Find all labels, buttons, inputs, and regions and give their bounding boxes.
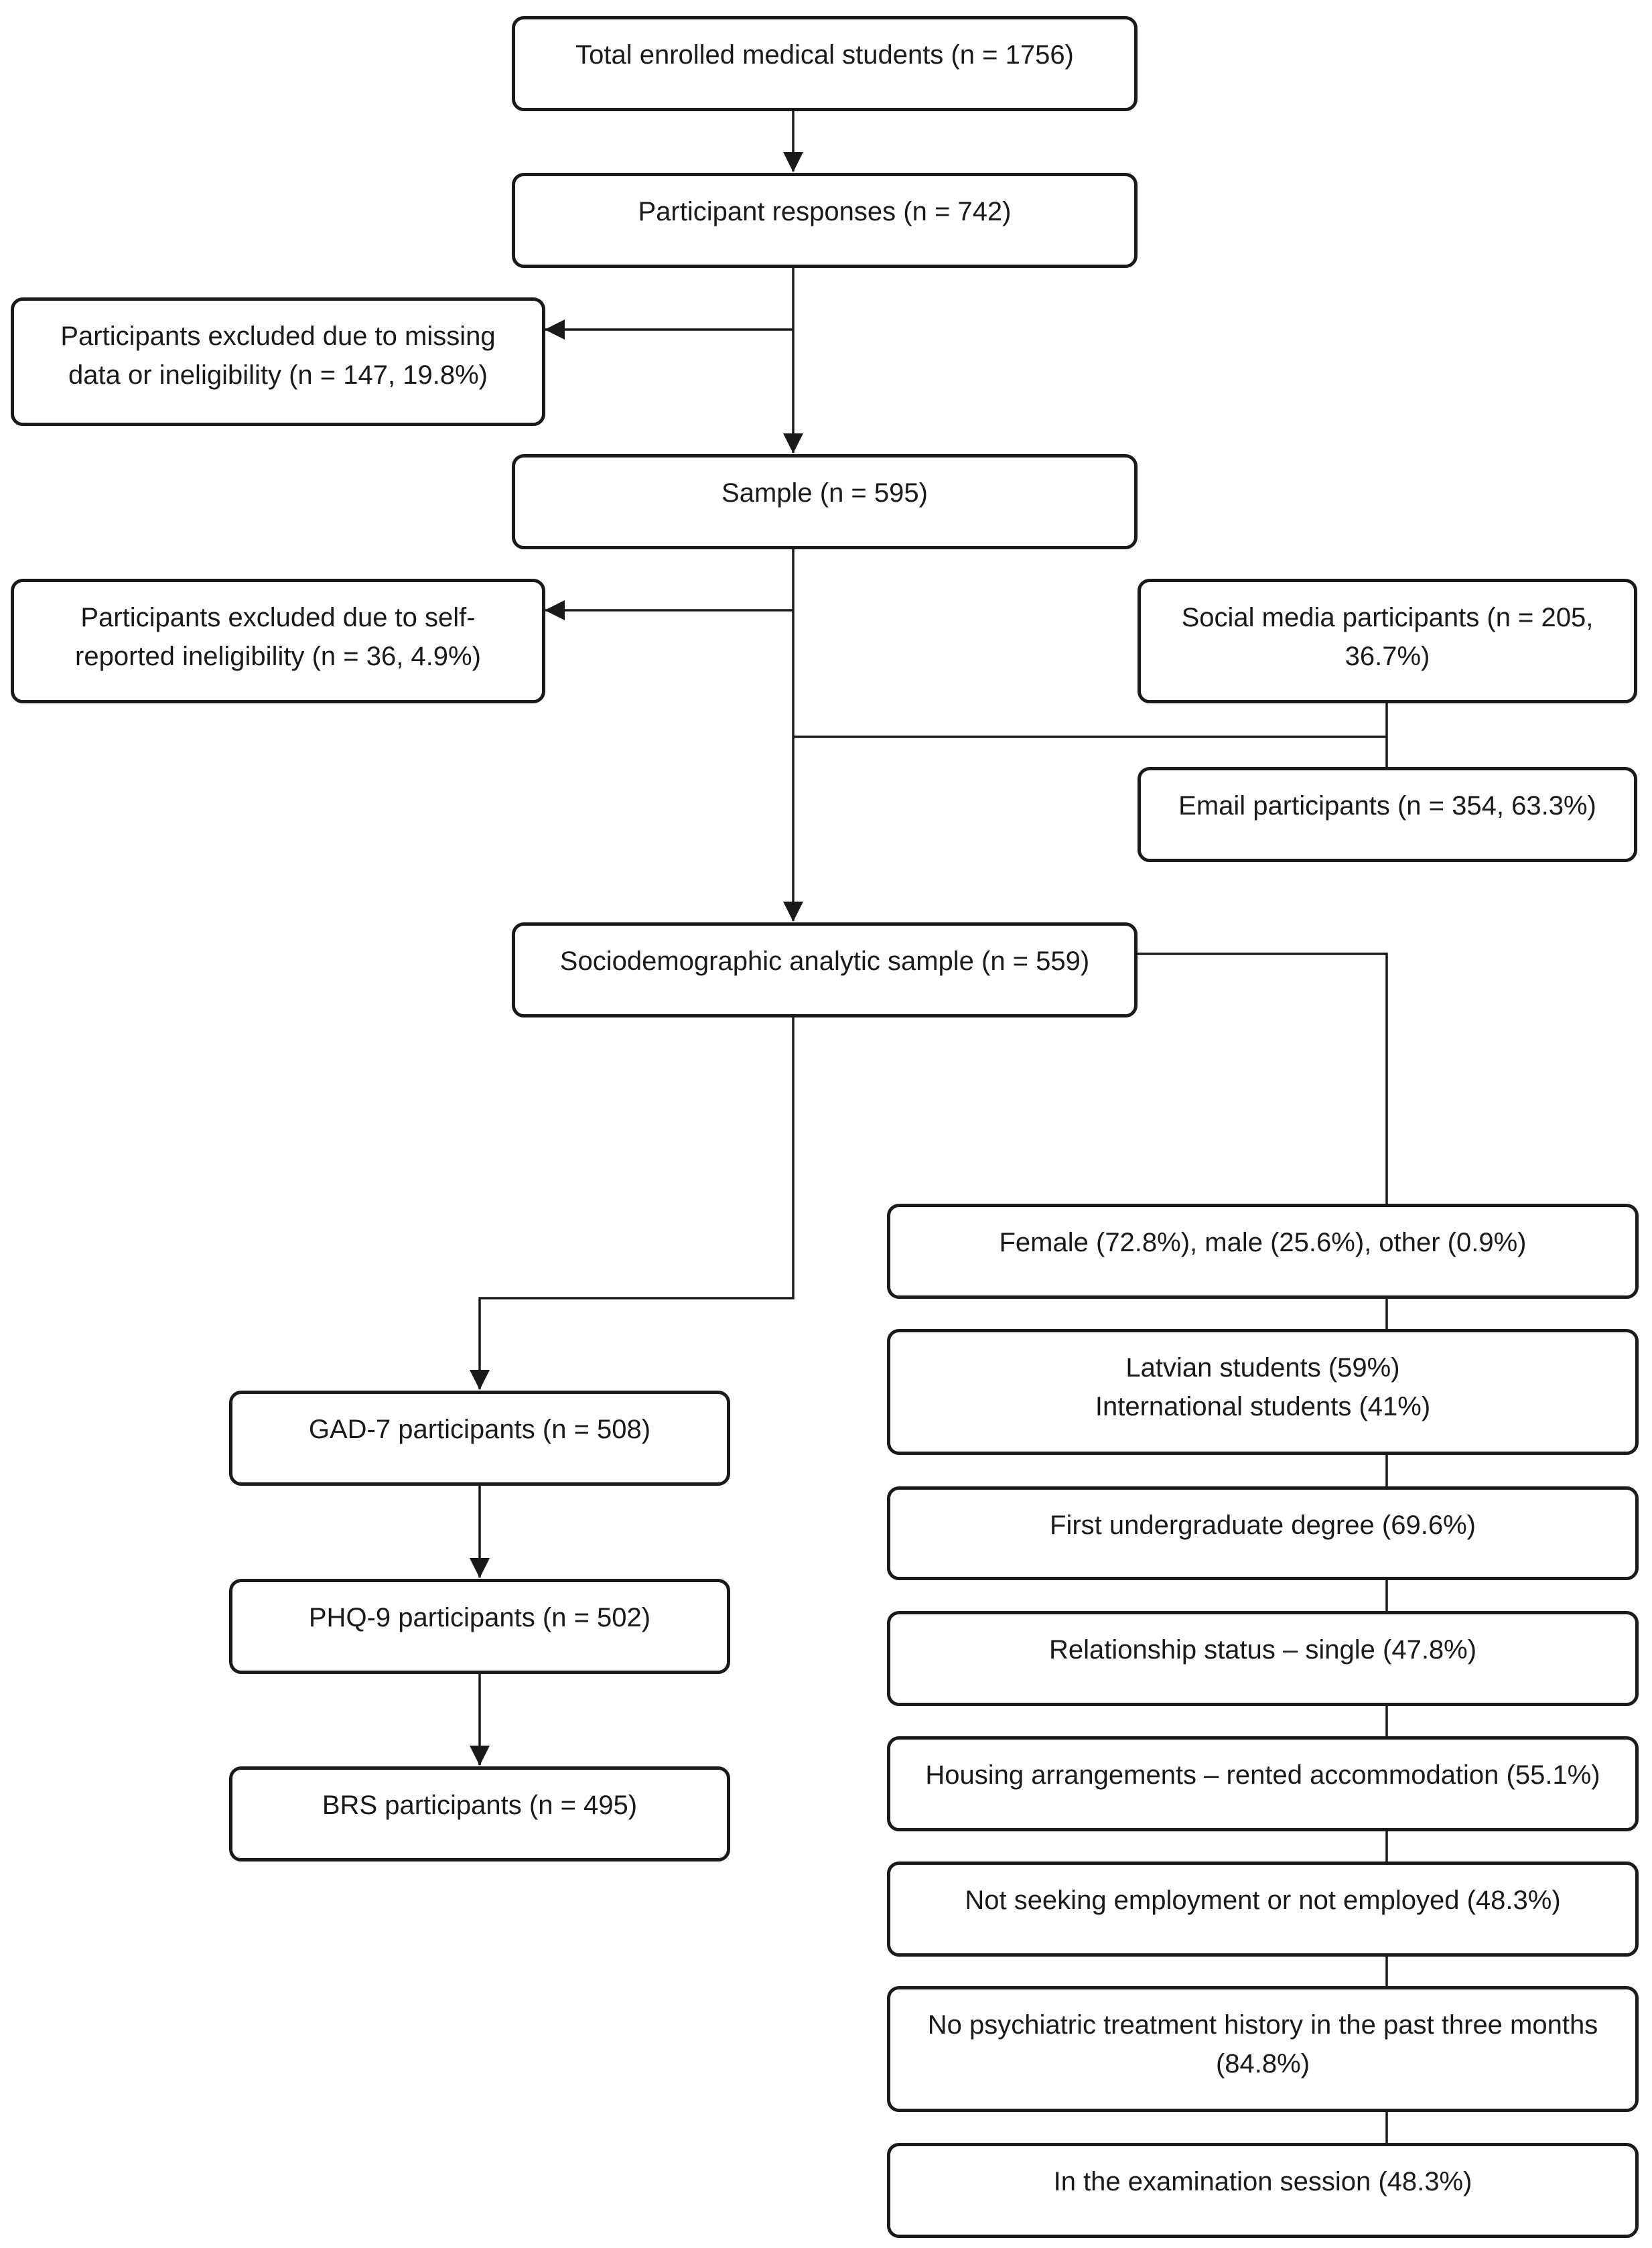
total-enrolled-label: Total enrolled medical students (n = 175… xyxy=(575,40,1074,70)
email-participants-label: Email participants (n = 354, 63.3%) xyxy=(1178,791,1596,821)
line-sociodemographic-to-instruments xyxy=(470,1017,795,1390)
gender-distribution-label: Female (72.8%), male (25.6%), other (0.9… xyxy=(999,1228,1527,1257)
line-sociodemographic-to-characteristics xyxy=(1138,953,1388,1204)
relationship-status-box: Relationship status – single (47.8%) xyxy=(887,1611,1639,1706)
gender-distribution-box: Female (72.8%), male (25.6%), other (0.9… xyxy=(887,1204,1639,1299)
sample-label: Sample (n = 595) xyxy=(721,478,928,508)
social-media-participants-label: Social media participants (n = 205, 36.7… xyxy=(1181,603,1594,671)
exclusion-self-reported-label: Participants excluded due to self- repor… xyxy=(75,603,481,671)
email-participants-box: Email participants (n = 354, 63.3%) xyxy=(1138,767,1637,862)
degree-box: First undergraduate degree (69.6%) xyxy=(887,1486,1639,1580)
sociodemographic-sample-box: Sociodemographic analytic sample (n = 55… xyxy=(512,922,1138,1017)
participant-responses-label: Participant responses (n = 742) xyxy=(638,197,1012,226)
gad7-participants-label: GAD-7 participants (n = 508) xyxy=(308,1415,651,1444)
housing-box: Housing arrangements – rented accommodat… xyxy=(887,1736,1639,1831)
phq9-participants-box: PHQ-9 participants (n = 502) xyxy=(229,1579,730,1674)
sociodemographic-sample-label: Sociodemographic analytic sample (n = 55… xyxy=(559,946,1090,976)
examination-session-label: In the examination session (48.3%) xyxy=(1053,2167,1472,2196)
participant-responses-box: Participant responses (n = 742) xyxy=(512,173,1138,268)
exclusion-missing-data-label: Participants excluded due to missing dat… xyxy=(60,322,496,390)
student-origin-box: Latvian students (59%) International stu… xyxy=(887,1329,1639,1455)
total-enrolled-box: Total enrolled medical students (n = 175… xyxy=(512,16,1138,111)
employment-box: Not seeking employment or not employed (… xyxy=(887,1861,1639,1957)
brs-participants-box: BRS participants (n = 495) xyxy=(229,1766,730,1861)
examination-session-box: In the examination session (48.3%) xyxy=(887,2143,1639,2238)
exclusion-self-reported-box: Participants excluded due to self- repor… xyxy=(11,579,545,703)
psychiatric-history-box: No psychiatric treatment history in the … xyxy=(887,1986,1639,2112)
housing-label: Housing arrangements – rented accommodat… xyxy=(925,1760,1600,1790)
employment-label: Not seeking employment or not employed (… xyxy=(965,1886,1561,1915)
psychiatric-history-label: No psychiatric treatment history in the … xyxy=(927,2010,1598,2079)
relationship-status-label: Relationship status – single (47.8%) xyxy=(1048,1635,1477,1665)
sample-box: Sample (n = 595) xyxy=(512,454,1138,549)
exclusion-missing-data-box: Participants excluded due to missing dat… xyxy=(11,297,545,426)
brs-participants-label: BRS participants (n = 495) xyxy=(322,1790,638,1820)
degree-label: First undergraduate degree (69.6%) xyxy=(1050,1511,1476,1540)
student-origin-label: Latvian students (59%) International stu… xyxy=(1095,1353,1431,1421)
phq9-participants-label: PHQ-9 participants (n = 502) xyxy=(308,1603,651,1632)
social-media-participants-box: Social media participants (n = 205, 36.7… xyxy=(1138,579,1637,703)
gad7-participants-box: GAD-7 participants (n = 508) xyxy=(229,1391,730,1486)
